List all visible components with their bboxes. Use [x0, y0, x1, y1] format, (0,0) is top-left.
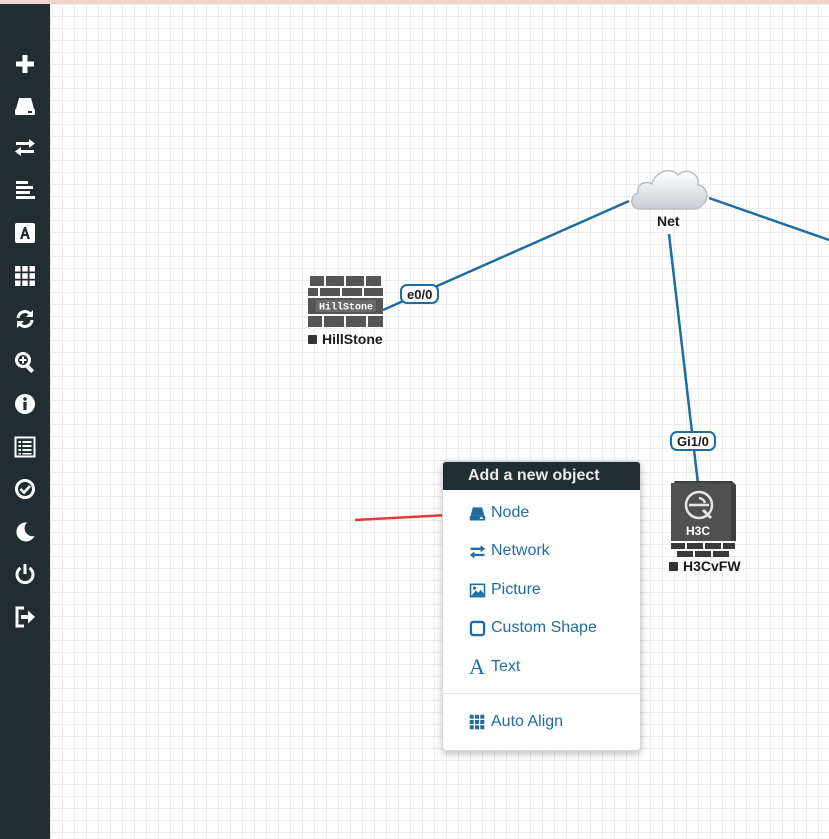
menu-title: Add a new object [443, 462, 640, 490]
menu-item-node-label: Node [491, 504, 530, 521]
network-icon [468, 542, 486, 560]
picture-icon [468, 581, 486, 599]
hillstone-label: HillStone [308, 331, 383, 347]
pointer-arrow [354, 513, 449, 522]
sidebar-text-objects[interactable] [0, 215, 50, 251]
stopped-status-icon [308, 334, 317, 344]
menu-item-node[interactable]: Node [468, 500, 529, 526]
menu-item-network-label: Network [491, 542, 550, 559]
menu-item-custom-shape-label: Custom Shape [491, 619, 597, 636]
node-icon [15, 98, 35, 115]
sidebar-grid[interactable] [0, 258, 50, 294]
check-circle-icon [15, 479, 35, 499]
sidebar-nodes[interactable] [0, 88, 50, 124]
sidebar-zoom[interactable] [0, 344, 50, 380]
menu-divider [443, 693, 640, 694]
power-icon [15, 564, 35, 585]
plus-icon [16, 55, 34, 73]
refresh-icon [16, 310, 34, 328]
menu-item-text[interactable]: A Text [468, 654, 520, 680]
moon-icon [16, 522, 35, 542]
zoom-icon [15, 352, 35, 373]
sidebar-status-info[interactable] [0, 386, 50, 422]
list-icon [14, 436, 36, 458]
net-label: Net [657, 213, 680, 229]
net-cloud-node[interactable] [628, 163, 710, 213]
h3cvfw-name: H3CvFW [683, 558, 741, 574]
sidebar-refresh[interactable] [0, 301, 50, 337]
info-icon [15, 394, 35, 414]
text-icon [15, 223, 35, 243]
network-icon [15, 139, 35, 156]
top-border [0, 0, 829, 4]
hillstone-name: HillStone [322, 331, 383, 347]
interface-label-gi[interactable]: Gi1/0 [670, 431, 716, 451]
topology-canvas[interactable] [50, 4, 829, 839]
h3c-firewall-icon: H3C [671, 481, 736, 557]
menu-item-picture-label: Picture [491, 581, 541, 598]
menu-item-auto-align-label: Auto Align [491, 713, 564, 730]
cloud-icon [631, 169, 708, 210]
sidebar-networks[interactable] [0, 129, 50, 165]
font-icon: A [469, 654, 485, 679]
sidebar-add-object[interactable] [0, 46, 50, 82]
hillstone-logo-text: HillStone [319, 302, 373, 314]
square-icon [468, 619, 486, 637]
menu-item-custom-shape[interactable]: Custom Shape [468, 615, 597, 641]
stopped-status-icon [669, 561, 678, 571]
menu-item-picture[interactable]: Picture [468, 577, 541, 603]
firewall-icon: HillStone [308, 276, 383, 327]
interface-label-e0[interactable]: e0/0 [400, 284, 440, 304]
align-left-icon [16, 181, 35, 199]
grid-icon [15, 266, 35, 286]
sidebar-dark-mode[interactable] [0, 514, 50, 550]
sidebar-lab-details[interactable] [0, 429, 50, 465]
menu-item-auto-align[interactable]: Auto Align [468, 709, 563, 735]
sidebar-lock-lab[interactable] [0, 471, 50, 507]
sidebar-startup-configs[interactable] [0, 172, 50, 208]
add-object-context-menu: Add a new object Node Network Picture Cu… [442, 461, 641, 751]
hillstone-node[interactable]: HillStone [308, 276, 383, 328]
sidebar-close-lab[interactable] [0, 556, 50, 592]
sign-out-icon [15, 606, 35, 628]
h3cvfw-node[interactable]: H3C [669, 481, 736, 557]
h3cvfw-label: H3CvFW [669, 558, 741, 574]
node-icon [468, 504, 486, 522]
h3c-logo-text: H3C [686, 524, 710, 538]
sidebar-logout[interactable] [0, 599, 50, 635]
sidebar [0, 4, 50, 839]
menu-item-text-label: Text [491, 658, 521, 675]
link-net-offscreen [708, 196, 829, 242]
menu-item-network[interactable]: Network [468, 538, 550, 564]
grid-icon [468, 713, 486, 731]
